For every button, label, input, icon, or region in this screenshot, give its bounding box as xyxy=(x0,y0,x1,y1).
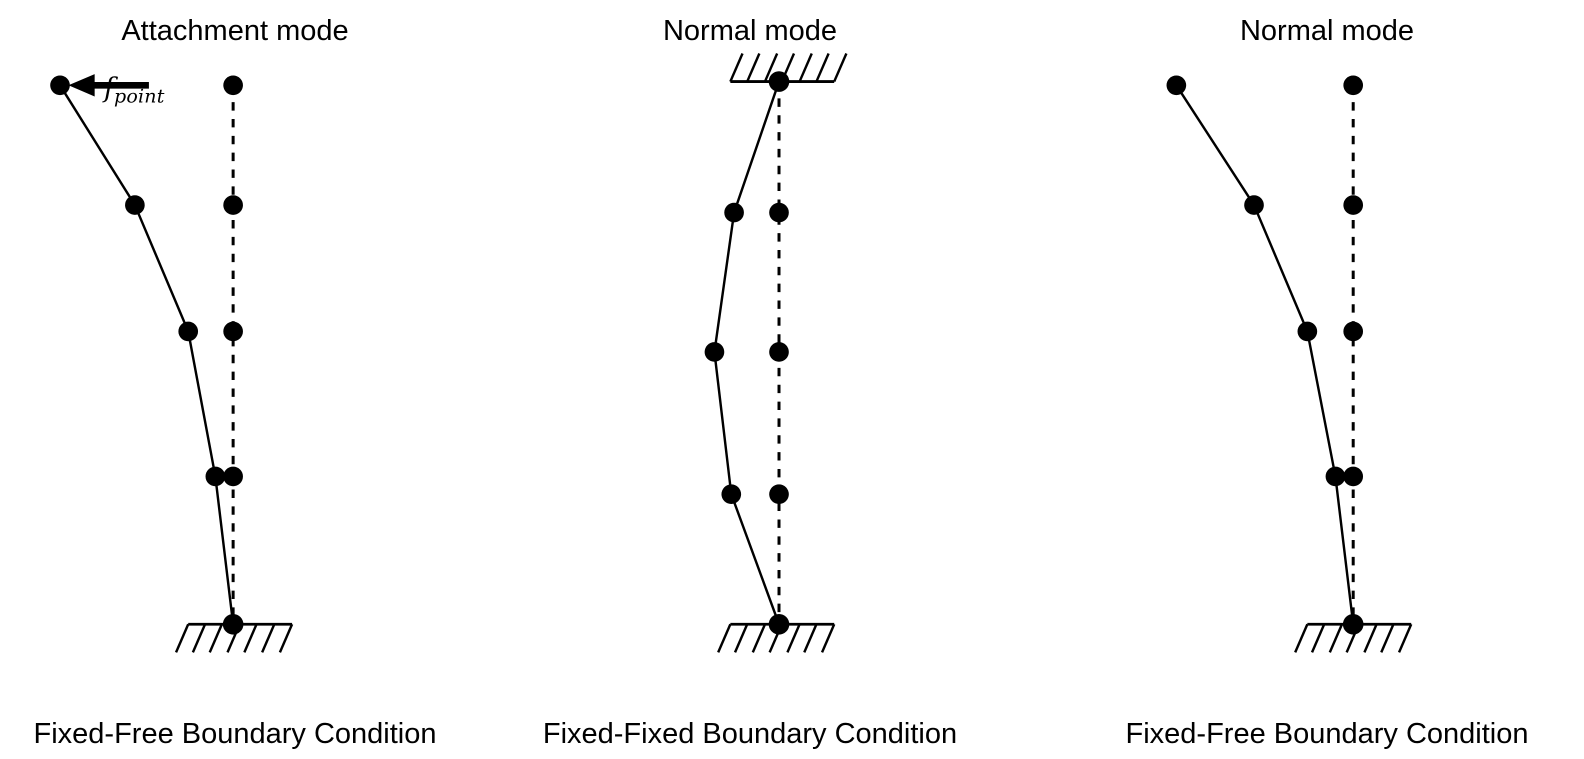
undeformed-node xyxy=(769,342,789,362)
support-hatch-group xyxy=(1294,623,1413,653)
panel-title: Attachment mode xyxy=(121,15,349,47)
deformed-node xyxy=(50,75,70,96)
deformed-mode-shape xyxy=(58,84,235,626)
deformed-node-group xyxy=(50,75,226,487)
force-label: fpoint xyxy=(104,73,165,107)
deformed-node xyxy=(1166,75,1187,96)
deformed-node xyxy=(704,342,725,362)
deformed-node xyxy=(1325,466,1346,487)
panel-normal-mode-fixed-free: Normal mode xyxy=(1070,0,1584,759)
undeformed-node xyxy=(1343,195,1364,215)
undeformed-node xyxy=(1343,321,1364,342)
deformed-node xyxy=(724,202,744,223)
undeformed-node xyxy=(223,75,243,96)
deformed-mode-shape xyxy=(1175,84,1355,626)
support-hatch-group xyxy=(729,53,848,83)
fixed-support-bottom xyxy=(174,622,294,653)
undeformed-node xyxy=(223,195,243,215)
force-arrow xyxy=(68,74,149,97)
deformed-node xyxy=(721,484,742,505)
fixed-support-top xyxy=(729,53,848,83)
undeformed-node xyxy=(1343,466,1364,487)
fixed-support-bottom xyxy=(1294,622,1413,653)
undeformed-node-group xyxy=(223,75,243,487)
mode-shape-figure: fpoint xyxy=(0,46,470,701)
undeformed-node xyxy=(1343,75,1364,96)
panel-title: Normal mode xyxy=(1239,15,1415,47)
panel-attachment-mode: Attachment mode xyxy=(0,0,470,759)
panel-caption: Fixed-Free Boundary Condition xyxy=(33,718,437,750)
panel-caption: Fixed-Free Boundary Condition xyxy=(1125,718,1529,750)
undeformed-node xyxy=(769,484,789,505)
deformed-node xyxy=(178,321,199,342)
deformed-node-group xyxy=(704,202,744,505)
support-hatch-group xyxy=(717,623,836,653)
deformed-node xyxy=(125,195,145,215)
force-subscript: point xyxy=(114,85,165,108)
panel-title: Normal mode xyxy=(662,15,838,47)
force-symbol: f xyxy=(104,73,114,104)
undeformed-node xyxy=(223,466,243,487)
deformed-node xyxy=(205,466,226,487)
deformed-node-group xyxy=(1166,75,1346,487)
panel-normal-mode-fixed-fixed: Normal mode xyxy=(500,0,1000,759)
undeformed-node-group xyxy=(1343,75,1364,487)
deformed-node xyxy=(1244,195,1264,215)
deformed-node xyxy=(1297,321,1318,342)
support-hatch-group xyxy=(174,623,294,653)
fixed-support-bottom xyxy=(717,622,836,653)
undeformed-node xyxy=(769,202,789,223)
force-arrow-head xyxy=(68,74,95,97)
panel-caption: Fixed-Fixed Boundary Condition xyxy=(542,718,958,750)
mode-shape-figure xyxy=(1070,46,1584,701)
undeformed-node xyxy=(223,321,243,342)
undeformed-node-group xyxy=(769,202,789,505)
mode-shape-figure xyxy=(500,46,1000,701)
